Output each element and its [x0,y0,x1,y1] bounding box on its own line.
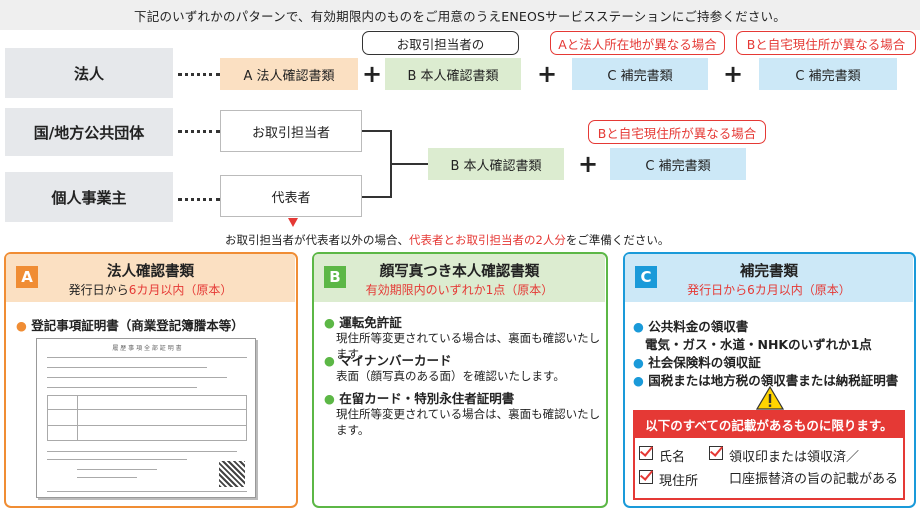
warning-banner: 以下のすべての記載があるものに限ります。 [633,410,905,438]
panel-b: B 顔写真つき本人確認書類 有効期限内のいずれか1点（原本） ● 運転免許証 現… [312,252,608,508]
check-receipt-cont: 口座振替済の旨の記載がある [729,472,899,487]
callout-corp-address: Aと法人所在地が異なる場合 [550,31,725,55]
entity-sole: 個人事業主 [5,172,173,222]
warning-icon [756,386,784,410]
panel-b-item-label: 在留カード・特別永住者証明書 [339,391,515,406]
panel-b-item-label: 運転免許証 [339,315,402,330]
doc-c-box: C 補完書類 [572,58,708,90]
panel-b-item: ● 在留カード・特別永住者証明書 [324,388,514,407]
dotted-connector [178,130,220,133]
bracket-line [390,163,428,165]
panel-b-item: ● 運転免許証 [324,312,402,331]
doc-b-box: B 本人確認書類 [428,148,564,180]
panel-b-item-desc: 現住所等変更されている場合は、裏面も確認いたします。 [336,407,601,437]
panel-b-item-desc: 現住所等変更されている場合は、裏面も確認いたします。 [336,331,601,361]
panel-c-item-label: 社会保険料の領収証 [648,355,761,370]
dotted-connector [178,73,220,76]
panel-a-title: 法人確認書類 [107,263,194,280]
check-receipt: 領収印または領収済／ [729,450,860,465]
doc-a-box: A 法人確認書類 [220,58,358,90]
bracket-line [362,196,392,198]
checkbox-checked-icon [639,446,653,460]
callout-contact: お取引担当者の [362,31,519,55]
plus-sign: + [722,60,744,88]
doc-c-box: C 補完書類 [759,58,897,90]
entity-gov: 国/地方公共団体 [5,108,173,156]
panel-a-header [6,254,295,302]
plus-sign: + [536,60,558,88]
bullet-icon: ● [324,391,335,406]
arrow-down-icon [288,218,298,227]
panel-a-sub-highlight: 6カ月以内（原本） [128,282,233,297]
panel-c-item-label: 国税または地方税の領収書または納税証明書 [648,373,899,388]
plus-sign: + [577,150,599,178]
check-name: 氏名 [659,450,686,465]
checkbox-checked-icon [709,446,723,460]
letter-a-badge: A [16,266,38,288]
panel-c-header [625,254,913,302]
representative-note: お取引担当者が代表者以外の場合、代表者とお取引担当者の2人分をご準備ください。 [225,232,825,248]
panel-c-subtitle: 発行日から6カ月以内（原本） [687,282,851,297]
callout-home-address: Bと自宅現住所が異なる場合 [588,120,766,144]
top-notice: 下記のいずれかのパターンで、有効期限内のものをご用意のうえENEOSサービスステ… [0,0,920,30]
checkbox-checked-icon [639,470,653,484]
check-address: 現住所 [659,474,699,489]
callout-home-address: Bと自宅現住所が異なる場合 [736,31,916,55]
qr-code-icon [219,461,245,487]
doc-c-box: C 補完書類 [610,148,746,180]
panel-b-subtitle: 有効期限内のいずれか1点（原本） [365,282,554,297]
checklist-box [633,438,905,500]
bullet-icon: ● [324,315,335,330]
panel-a-item-label: 登記事項証明書（商業登記簿謄本等） [31,318,244,333]
bracket-line [362,130,392,132]
panel-b-item-desc: 表面（顔写真のある面）を確認いたします。 [336,369,565,383]
dotted-connector [178,198,220,201]
person-contact-box: お取引担当者 [220,110,362,152]
panel-c-title: 補完書類 [740,263,798,280]
panel-b-header [314,254,605,302]
panel-c-item: ● 社会保険料の領収証 [633,352,761,371]
panel-b-item: ● マイナンバーカード [324,350,452,369]
panel-c: C 補完書類 発行日から6カ月以内（原本） ● 公共料金の領収書 電気・ガス・水… [623,252,916,508]
panel-c-item-label: 公共料金の領収書 [648,319,749,334]
note-text: をご準備ください。 [565,233,670,247]
plus-sign: + [361,60,383,88]
bullet-icon: ● [633,373,644,388]
panel-c-item: ● 公共料金の領収書 [633,316,748,335]
panel-a-item: ● 登記事項証明書（商業登記簿謄本等） [16,315,296,334]
letter-b-badge: B [324,266,346,288]
note-highlight: 代表者とお取引担当者の2人分 [409,233,566,247]
letter-c-badge: C [635,266,657,288]
panel-b-item-label: マイナンバーカード [339,353,452,368]
certificate-title: 履 歴 事 項 全 部 証 明 書 [112,345,182,352]
certificate-image: 履 歴 事 項 全 部 証 明 書 [36,338,256,498]
panel-a-sub-text: 発行日から [68,282,129,297]
panel-c-item-detail: 電気・ガス・水道・NHKのいずれか1点 [645,337,872,352]
bullet-icon: ● [633,319,644,334]
entity-corp: 法人 [5,48,173,98]
panel-c-item: ● 国税または地方税の領収書または納税証明書 [633,370,898,389]
bullet-icon: ● [324,353,335,368]
panel-b-title: 顔写真つき本人確認書類 [379,263,540,280]
doc-b-box: B 本人確認書類 [385,58,521,90]
note-text: お取引担当者が代表者以外の場合、 [225,233,409,247]
bullet-icon: ● [16,318,27,333]
bullet-icon: ● [633,355,644,370]
person-representative-box: 代表者 [220,175,362,217]
